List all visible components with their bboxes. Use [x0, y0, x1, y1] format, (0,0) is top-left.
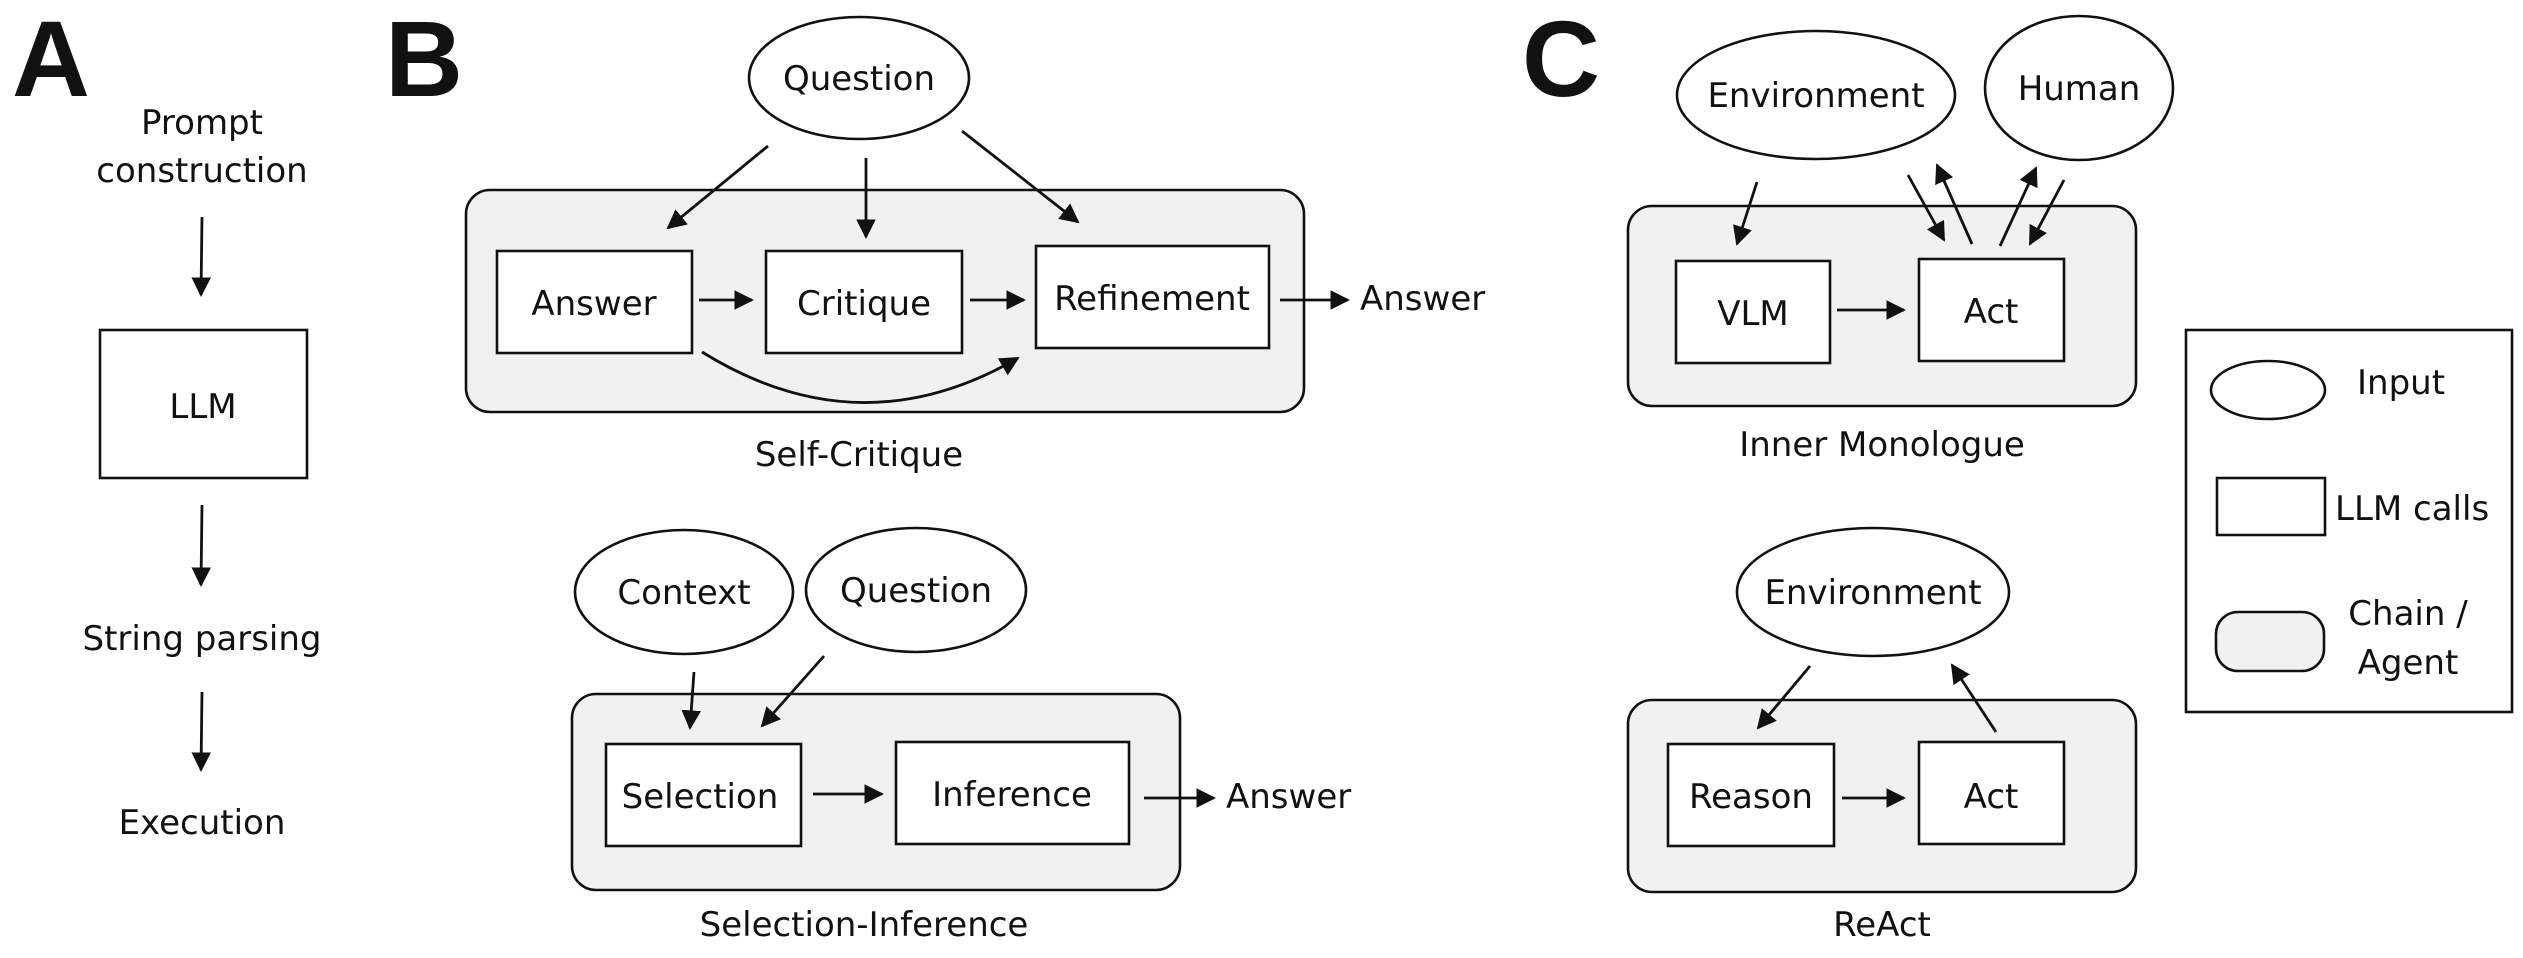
sc-critique-node [764, 249, 964, 355]
si-context-label: Context [617, 573, 750, 613]
im-vlm-label: VLM [1717, 294, 1789, 334]
im-arrow-human-to-act [2028, 179, 2066, 246]
legend: Input LLM calls Chain / Agent [2184, 328, 2514, 714]
legend-input-label: Input [2357, 363, 2445, 403]
si-arrow-question-to-selection [760, 655, 826, 728]
si-arrow-context-to-selection [681, 671, 702, 730]
im-act-node [1917, 257, 2066, 363]
llm-label: LLM [169, 387, 236, 427]
im-act-label: Act [1964, 292, 2019, 332]
im-arrow-environment-to-vlm [1733, 181, 1759, 246]
self-critique-diagram: Question Answer Critique Refinement Answ… [464, 15, 1485, 475]
im-environment-node [1675, 29, 1957, 161]
selection-inference-caption: Selection-Inference [700, 905, 1029, 945]
self-critique-caption: Self-Critique [755, 435, 963, 475]
ra-act-node [1917, 740, 2066, 846]
panel-letter-a: A [12, 0, 90, 119]
im-environment-label: Environment [1707, 76, 1924, 116]
sc-question-node [747, 15, 971, 141]
ra-arrow-act-to-environment [1950, 663, 1998, 733]
legend-chain-label-1: Chain / [2348, 594, 2468, 634]
panel-b: B Question Answer Critique Refinement An… [385, 0, 1485, 945]
si-inference-node [894, 740, 1131, 846]
ra-arrow-environment-to-reason [1756, 665, 1812, 730]
panel-letter-b: B [385, 0, 463, 119]
arrow-prompt-to-llm [191, 216, 212, 297]
si-output-answer-label: Answer [1226, 777, 1351, 817]
im-arrow-act-to-environment [1935, 163, 1974, 245]
ra-reason-node [1666, 742, 1836, 848]
legend-llm-swatch [2215, 476, 2327, 537]
ra-reason-label: Reason [1689, 777, 1813, 817]
sc-arrow-answer-to-refinement-curve [701, 350, 1020, 404]
si-question-node [804, 526, 1028, 654]
legend-input-swatch [2209, 359, 2327, 421]
string-parsing-label: String parsing [83, 619, 322, 659]
im-human-node [1983, 14, 2175, 162]
sc-answer-node [495, 249, 694, 355]
sc-critique-label: Critique [797, 284, 931, 324]
arrow-parsing-to-execution [191, 691, 212, 772]
execution-label: Execution [119, 803, 286, 843]
llm-box [98, 328, 309, 480]
si-context-node [573, 528, 795, 656]
si-selection-node [604, 742, 803, 848]
panel-a: A Prompt construction LLM String parsing… [12, 0, 321, 843]
im-arrow-environment-to-act [1906, 174, 1946, 242]
selection-inference-diagram: Context Question Selection Inference Ans… [570, 526, 1351, 945]
prompt-construction-label-1: Prompt [141, 103, 263, 143]
sc-answer-label: Answer [531, 284, 656, 324]
react-caption: ReAct [1833, 905, 1931, 945]
prompt-construction-label-2: construction [96, 151, 307, 191]
im-vlm-node [1674, 259, 1832, 365]
sc-arrow-question-to-refinement [961, 129, 1080, 224]
im-arrow-act-to-human [1998, 166, 2038, 247]
legend-chain-swatch [2214, 610, 2326, 673]
inner-monologue-diagram: Environment Human VLM Act Inner Monologu… [1626, 14, 2175, 465]
sc-refinement-label: Refinement [1054, 279, 1250, 319]
react-diagram: Environment Reason Act ReAct [1626, 526, 2138, 945]
si-question-label: Question [840, 571, 992, 611]
ra-environment-node [1735, 526, 2011, 658]
sc-refinement-node [1034, 244, 1271, 350]
sc-question-label: Question [783, 59, 935, 99]
ra-act-label: Act [1964, 777, 2019, 817]
ra-environment-label: Environment [1764, 573, 1981, 613]
si-selection-label: Selection [622, 777, 779, 817]
arrow-llm-to-parsing [191, 504, 212, 587]
sc-arrow-question-to-answer [666, 144, 769, 230]
inner-monologue-caption: Inner Monologue [1739, 425, 2025, 465]
panel-letter-c: C [1522, 0, 1600, 119]
im-human-label: Human [2018, 69, 2141, 109]
legend-llm-calls-label: LLM calls [2335, 489, 2489, 529]
si-inference-label: Inference [932, 775, 1092, 815]
panel-c: C Environment Human VLM Act Inner Monolo… [1522, 0, 2514, 945]
sc-output-answer-label: Answer [1360, 279, 1485, 319]
legend-chain-label-2: Agent [2358, 643, 2459, 683]
